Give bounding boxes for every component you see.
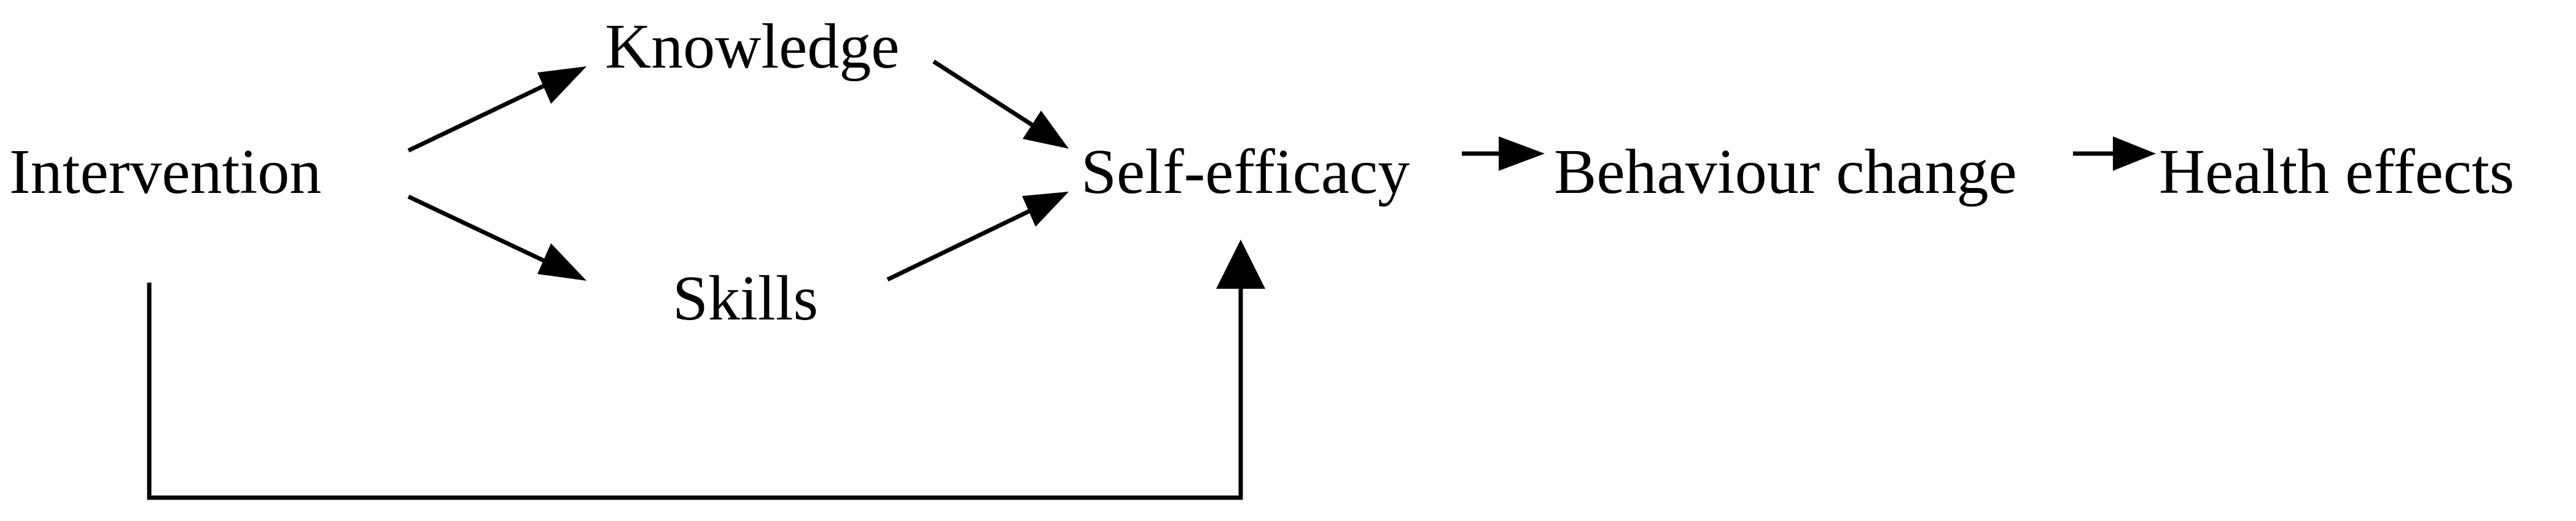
arrow-behaviour-change-to-health-effects xyxy=(2073,136,2156,171)
arrow-knowledge-to-self-efficacy xyxy=(932,60,1069,149)
node-health-effects: Health effects xyxy=(2159,136,2514,207)
node-skills: Skills xyxy=(673,263,818,334)
node-behaviour-change: Behaviour change xyxy=(1554,136,2017,207)
arrow-self-efficacy-to-behaviour-change xyxy=(1462,136,1545,171)
node-self-efficacy: Self-efficacy xyxy=(1081,136,1410,207)
arrow-intervention-to-skills xyxy=(407,194,587,281)
node-intervention: Intervention xyxy=(9,136,321,207)
node-knowledge: Knowledge xyxy=(605,11,899,82)
arrow-intervention-to-self-efficacy xyxy=(147,240,1265,500)
arrow-intervention-to-knowledge xyxy=(407,66,587,153)
arrow-skills-to-self-efficacy xyxy=(886,192,1069,282)
